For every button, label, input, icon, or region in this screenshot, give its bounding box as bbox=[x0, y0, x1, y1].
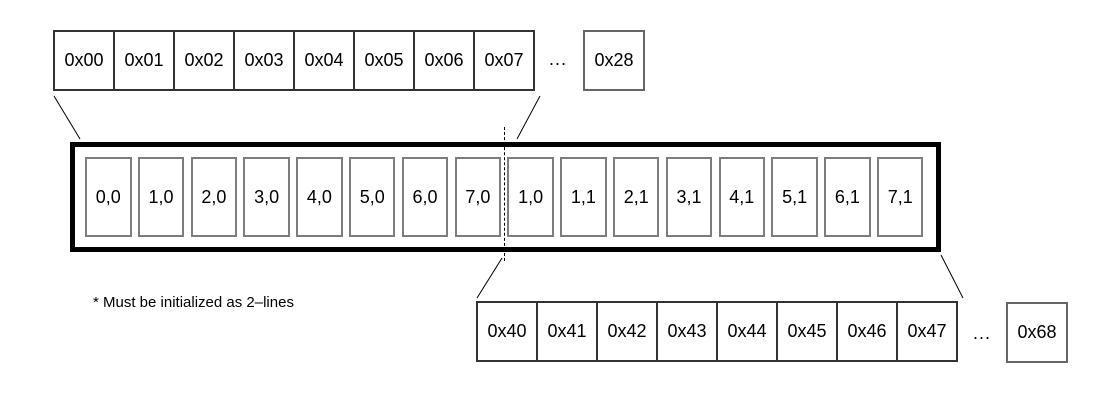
connector-line-bottom-left bbox=[476, 257, 503, 299]
address-cell: 0x05 bbox=[353, 30, 415, 91]
line-cell: 0,0 bbox=[85, 157, 132, 237]
line-cell: 6,1 bbox=[824, 157, 871, 237]
address-cell: 0x07 bbox=[473, 30, 535, 91]
line-cell: 1,0 bbox=[507, 157, 554, 237]
address-cell: 0x41 bbox=[536, 301, 598, 362]
footnote-text: * Must be initialized as 2–lines bbox=[93, 294, 294, 311]
address-cell: 0x44 bbox=[716, 301, 778, 362]
line-cell: 3,0 bbox=[243, 157, 290, 237]
bottom-address-row: 0x40 0x41 0x42 0x43 0x44 0x45 0x46 0x47 bbox=[476, 301, 958, 362]
connector-line-bottom-right bbox=[940, 254, 964, 299]
line-cell: 4,1 bbox=[718, 157, 766, 237]
connector-line-top-left bbox=[53, 95, 81, 140]
address-cell: 0x06 bbox=[413, 30, 475, 91]
line-cell: 4,0 bbox=[296, 157, 343, 237]
line-cell: 6,0 bbox=[401, 157, 449, 237]
address-cell: 0x45 bbox=[776, 301, 838, 362]
address-cell: 0x04 bbox=[293, 30, 355, 91]
line-cell: 3,1 bbox=[665, 157, 713, 237]
top-address-row: 0x00 0x01 0x02 0x03 0x04 0x05 0x06 0x07 bbox=[53, 30, 535, 91]
top-row-ellipsis: ... bbox=[549, 49, 568, 69]
line-cells-row: 0,0 1,0 2,0 3,0 4,0 5,0 6,0 7,0 1,0 1,1 … bbox=[85, 157, 924, 237]
line-cell: 5,0 bbox=[348, 157, 396, 237]
bottom-row-ellipsis: ... bbox=[973, 323, 992, 343]
address-cell-end: 0x28 bbox=[583, 30, 645, 91]
line-cell: 5,1 bbox=[771, 157, 818, 237]
line-cell: 7,0 bbox=[454, 157, 502, 237]
line-cell: 2,1 bbox=[612, 157, 660, 237]
address-cell: 0x43 bbox=[656, 301, 718, 362]
line-cell: 1,0 bbox=[137, 157, 185, 237]
address-cell: 0x03 bbox=[233, 30, 295, 91]
address-cell: 0x46 bbox=[836, 301, 898, 362]
address-cell: 0x01 bbox=[113, 30, 175, 91]
address-cell: 0x40 bbox=[476, 301, 538, 362]
address-cell: 0x02 bbox=[173, 30, 235, 91]
address-cell: 0x00 bbox=[53, 30, 115, 91]
line-split-dashed-divider bbox=[504, 127, 505, 261]
line-cell: 2,0 bbox=[190, 157, 238, 237]
connector-line-top-right bbox=[516, 95, 541, 140]
line-cell: 1,1 bbox=[560, 157, 607, 237]
address-cell-end: 0x68 bbox=[1006, 302, 1068, 363]
line-cell: 7,1 bbox=[876, 157, 924, 237]
address-cell: 0x42 bbox=[596, 301, 658, 362]
address-cell: 0x47 bbox=[896, 301, 958, 362]
